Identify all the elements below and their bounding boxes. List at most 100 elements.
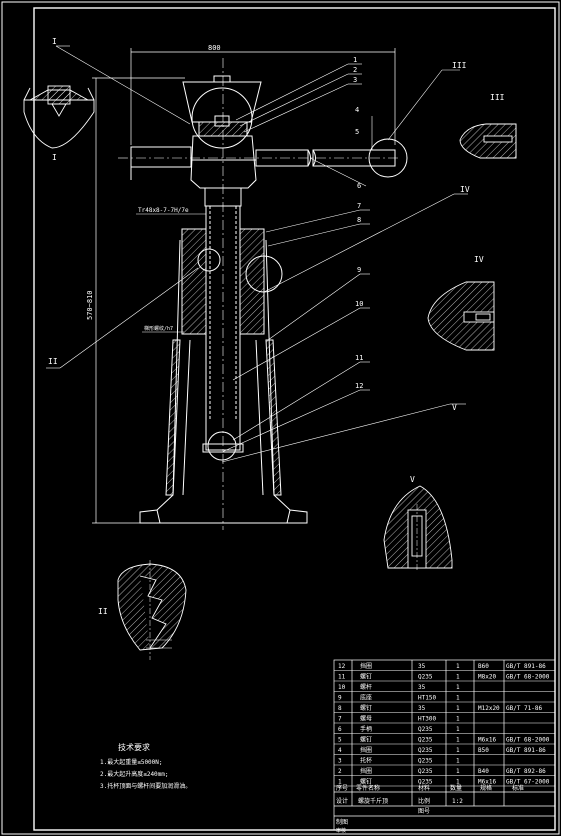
balloon-2: 2 [353,66,357,74]
title-drawn-label: 制图 [336,818,348,826]
bom-header-std: 标准 [512,784,524,792]
bom-cell-no: 2 [338,768,342,775]
thread-label: Tr48x8-7-7H/7e [138,207,189,214]
bom-cell-name: 底座 [360,694,372,702]
bom-cell-spec: M8x20 [478,674,496,681]
bom-cell-no: 12 [338,663,346,670]
bom-cell-no: 1 [338,779,342,786]
bom-header-no: 序号 [336,784,348,792]
width-dimension: 800 [208,44,221,52]
bom-cell-std: GB/T 67-2000 [506,779,550,786]
notes-line-3: 3.托杯顶面与螺杆间要加润滑油。 [100,782,191,790]
bom-cell-material: Q235 [418,737,433,744]
bom-cell-name: 螺钉 [360,704,372,712]
section-mark-ii-main: II [48,357,58,366]
bom-cell-name: 螺钉 [360,673,372,681]
balloon-5: 5 [355,128,359,136]
bom-cell-no: 3 [338,758,342,765]
section-mark-i-main: I [52,37,57,46]
bom-cell-no: 4 [338,747,342,754]
balloon-12: 12 [355,382,363,390]
bom-cell-std: GB/T 891-86 [506,663,546,670]
balloon-10: 10 [355,300,363,308]
bom-cell-qty: 1 [456,674,460,681]
bom-cell-no: 9 [338,695,342,702]
detail-label-ii: II [98,607,108,616]
bom-cell-no: 5 [338,737,342,744]
bom-cell-qty: 1 [456,768,460,775]
bom-cell-name: 挡圈 [360,662,372,670]
bom-cell-material: Q235 [418,779,433,786]
bom-cell-std: GB/T 68-2000 [506,674,550,681]
bom-cell-name: 托杯 [360,757,372,765]
jack-assembly [118,58,408,530]
bom-cell-spec: M6x16 [478,779,496,786]
section-mark-iv-main: IV [460,185,470,194]
balloon-3: 3 [353,76,357,84]
height-dimension: 570~810 [86,290,94,320]
detail-label-iv: IV [474,255,484,264]
section-mark-iii-main: III [452,61,467,70]
bom-cell-name: 螺钉 [360,736,372,744]
detail-label-v: V [410,475,415,484]
bom-cell-material: Q235 [418,758,433,765]
bom-cell-name: 螺母 [360,715,372,723]
bom-cell-material: HT150 [418,695,436,702]
bom-cell-std: GB/T 891-86 [506,747,546,754]
bom-cell-name: 挡圈 [360,746,372,754]
title-scale-value: 1:2 [452,798,463,805]
bom-cell-qty: 1 [456,684,460,691]
balloon-1: 1 [353,56,357,64]
thread2-label: 梯形螺纹/h7 [144,325,173,332]
dimensions [92,48,396,524]
bom-table-frame [333,659,556,831]
detail-view-i [23,85,95,149]
detail-view-iii [459,123,517,159]
bom-cell-qty: 1 [456,779,460,786]
bom-cell-no: 7 [338,716,342,723]
bom-cell-no: 10 [338,684,346,691]
bom-cell-spec: M12x20 [478,705,500,712]
balloon-4: 4 [355,106,359,114]
detail-view-iv [427,281,495,351]
bom-cell-no: 6 [338,726,342,733]
bom-cell-material: Q235 [418,674,433,681]
notes-line-2: 2.最大起升高度≤240mm; [100,770,169,778]
bom-header-material: 材料 [418,784,430,792]
bom-cell-no: 11 [338,674,346,681]
bom-cell-qty: 1 [456,737,460,744]
bom-cell-material: 35 [418,684,426,691]
title-checked-label: 审核 [336,827,346,834]
title-design-label: 设计 [336,797,348,805]
title-product-name: 螺旋千斤顶 [358,797,388,805]
bom-cell-spec: B60 [478,663,489,670]
bom-cell-material: Q235 [418,726,433,733]
title-scale-label: 比例 [418,797,430,805]
balloon-8: 8 [357,216,361,224]
balloon-11: 11 [355,354,363,362]
bom-cell-material: HT300 [418,716,436,723]
title-sheet-label: 图号 [418,808,430,815]
bom-cell-material: 35 [418,663,426,670]
bom-cell-material: Q235 [418,768,433,775]
balloon-9: 9 [357,266,361,274]
detail-label-i: I [52,153,57,162]
bom-cell-qty: 1 [456,695,460,702]
bom-cell-name: 手柄 [360,725,372,733]
bom-header-spec: 规格 [480,784,492,792]
balloon-7: 7 [357,202,361,210]
detail-view-v [383,485,453,572]
bom-cell-spec: M6x16 [478,737,496,744]
detail-label-iii: III [490,93,505,102]
bom-cell-qty: 1 [456,726,460,733]
bom-cell-spec: B40 [478,768,489,775]
leader-lines [46,45,468,463]
bom-cell-qty: 1 [456,758,460,765]
bom-cell-spec: B50 [478,747,489,754]
bom-cell-std: GB/T 71-86 [506,705,543,712]
bom-cell-material: 35 [418,705,426,712]
notes-title: 技术要求 [118,742,150,752]
bom-cell-name: 螺杆 [360,683,372,691]
